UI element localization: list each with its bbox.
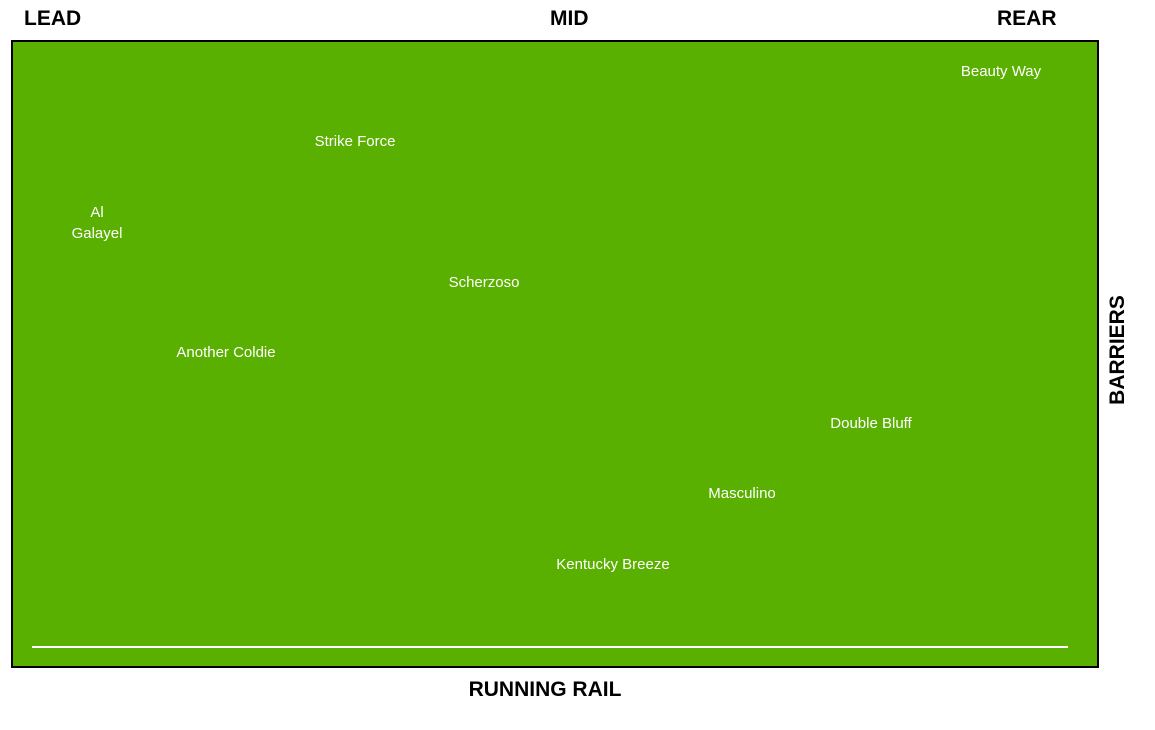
horse-marker-beauty-way: Beauty Way <box>961 61 1041 82</box>
horse-name: Strike Force <box>314 133 396 150</box>
horse-marker-double-bluff: Double Bluff <box>830 413 911 434</box>
horse-marker-scherzoso: Scherzoso <box>449 272 520 293</box>
horse-name: Scherzoso <box>448 274 520 291</box>
horse-name: Masculino <box>708 485 776 502</box>
horse-marker-al-galayel: Al Galayel <box>72 202 123 244</box>
rear-label: REAR <box>997 7 1057 30</box>
track-field: Beauty Way Strike Force Al Galayel Scher… <box>11 40 1099 668</box>
horse-marker-another-coldie: Another Coldie <box>176 342 275 363</box>
running-rail-line <box>32 646 1068 648</box>
horse-name: Double Bluff <box>830 415 912 432</box>
horse-name-line-1: Al <box>90 204 104 221</box>
horse-marker-kentucky-breeze: Kentucky Breeze <box>556 554 669 575</box>
horse-marker-masculino: Masculino <box>708 483 776 504</box>
barriers-label: BARRIERS <box>1106 295 1129 405</box>
horse-name: Another Coldie <box>176 344 276 361</box>
running-rail-label: RUNNING RAIL <box>468 678 622 701</box>
horse-name: Beauty Way <box>960 63 1042 80</box>
lead-label: LEAD <box>24 7 82 30</box>
mid-label: MID <box>550 7 589 30</box>
horse-name-line-2: Galayel <box>71 225 123 242</box>
horse-marker-strike-force: Strike Force <box>315 131 396 152</box>
horse-name: Kentucky Breeze <box>556 556 670 573</box>
